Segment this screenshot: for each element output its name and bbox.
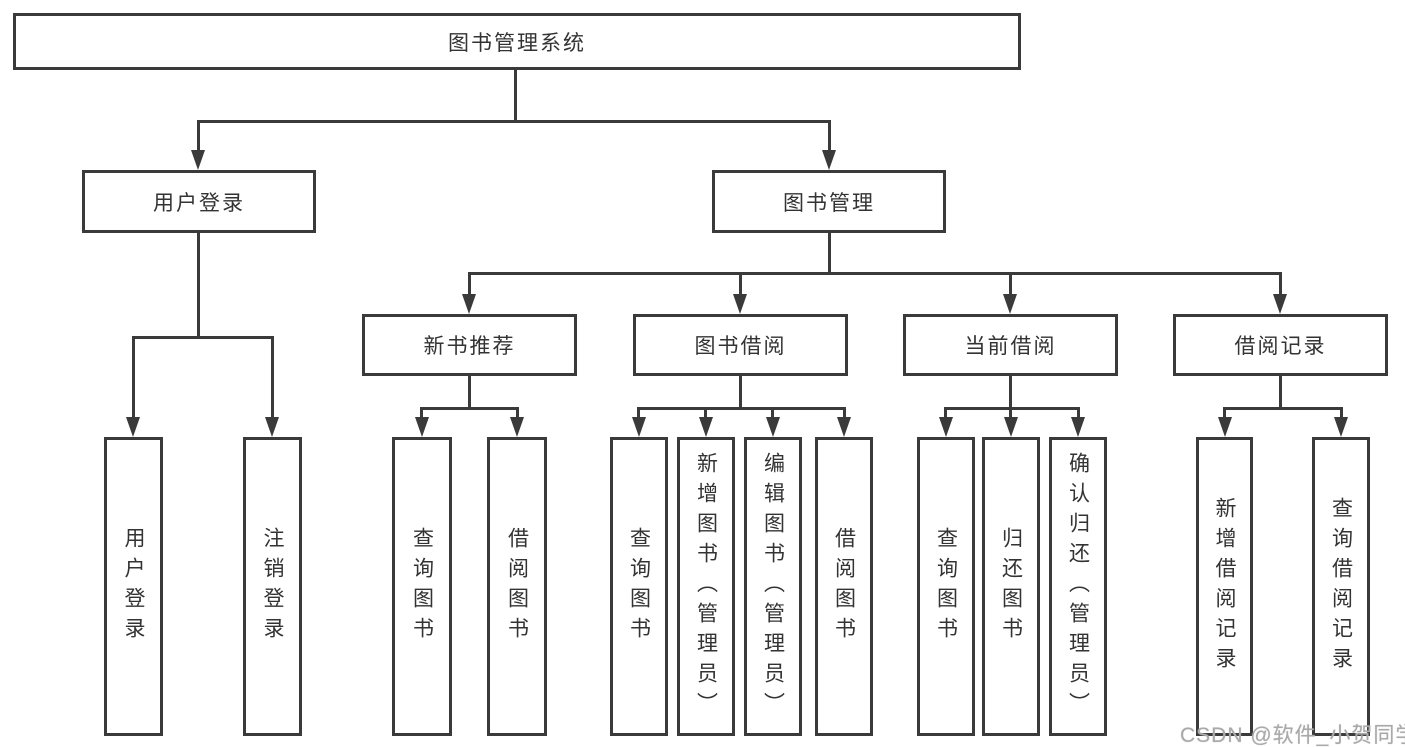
node-new-book-recommend: 新书推荐 bbox=[362, 314, 577, 376]
node-current-borrow-label: 当前借阅 bbox=[964, 335, 1057, 358]
connector-currentborrow-rail bbox=[944, 407, 1080, 410]
arrowhead-newbooks-borrow bbox=[510, 417, 524, 437]
node-borrow-records: 借阅记录 bbox=[1173, 314, 1388, 376]
connector-bookborrow-rail bbox=[637, 407, 846, 410]
arrowhead-newbooks-query bbox=[415, 417, 429, 437]
leaf-logout: 注销登录 bbox=[243, 437, 302, 736]
arrowhead-book-management bbox=[822, 150, 836, 170]
connector-currentborrow-drop-1 bbox=[944, 407, 947, 421]
node-current-borrow: 当前借阅 bbox=[903, 314, 1118, 376]
arrowhead-borrow-records bbox=[1273, 294, 1287, 314]
node-root-label: 图书管理系统 bbox=[448, 31, 586, 55]
connector-records-drop-1 bbox=[1223, 407, 1226, 421]
leaf-borrow-edit-admin: 编辑图书（管理员） bbox=[744, 437, 802, 736]
leaf-newbooks-borrow-label: 借阅图书 bbox=[505, 526, 529, 647]
connector-currentborrow-stem bbox=[1009, 376, 1012, 410]
arrowhead-user-login bbox=[191, 150, 205, 170]
leaf-records-add: 新增借阅记录 bbox=[1196, 437, 1253, 736]
arrowhead-currentborrow-query bbox=[939, 417, 953, 437]
connector-records-rail bbox=[1223, 407, 1343, 410]
node-user-login-label: 用户登录 bbox=[153, 191, 245, 215]
connector-root-drop-left bbox=[197, 120, 200, 154]
node-user-login: 用户登录 bbox=[82, 170, 316, 233]
connector-bookmgmt-drop-4 bbox=[1279, 272, 1282, 298]
connector-bookborrow-drop-1 bbox=[637, 407, 640, 421]
node-book-management-label: 图书管理 bbox=[783, 191, 875, 215]
connector-bookmgmt-rail bbox=[468, 272, 1282, 275]
connector-newbooks-rail bbox=[420, 407, 519, 410]
arrowhead-leaf-user-login bbox=[126, 417, 140, 437]
leaf-borrow-query: 查询图书 bbox=[610, 437, 668, 736]
connector-newbooks-drop-1 bbox=[420, 407, 423, 421]
connector-records-drop-2 bbox=[1340, 407, 1343, 421]
connector-bookmgmt-drop-1 bbox=[468, 272, 471, 298]
connector-bookmgmt-drop-3 bbox=[1009, 272, 1012, 298]
leaf-borrow-book-label: 借阅图书 bbox=[832, 526, 856, 647]
arrowhead-leaf-logout bbox=[265, 417, 279, 437]
csdn-watermark: CSDN @软件_小贺同学 bbox=[1180, 724, 1405, 747]
arrowhead-bookborrow-borrow bbox=[837, 417, 851, 437]
leaf-current-confirm-admin-label: 确认归还（管理员） bbox=[1066, 451, 1090, 722]
arrowhead-records-add bbox=[1218, 417, 1232, 437]
connector-root-rail bbox=[197, 120, 831, 123]
leaf-newbooks-borrow: 借阅图书 bbox=[487, 437, 547, 736]
connector-userlogin-stem bbox=[197, 233, 200, 339]
arrowhead-currentborrow-confirm bbox=[1071, 417, 1085, 437]
connector-bookmgmt-stem bbox=[828, 233, 831, 274]
node-new-book-recommend-label: 新书推荐 bbox=[423, 335, 516, 358]
arrowhead-new-book-recommend bbox=[462, 294, 476, 314]
arrowhead-bookborrow-query bbox=[632, 417, 646, 437]
node-book-borrow: 图书借阅 bbox=[633, 314, 848, 376]
leaf-current-confirm-admin: 确认归还（管理员） bbox=[1049, 437, 1107, 736]
leaf-borrow-book: 借阅图书 bbox=[815, 437, 873, 736]
leaf-user-login-label: 用户登录 bbox=[122, 526, 145, 647]
leaf-records-add-label: 新增借阅记录 bbox=[1213, 496, 1236, 677]
connector-records-stem bbox=[1279, 376, 1282, 410]
leaf-records-query: 查询借阅记录 bbox=[1312, 437, 1370, 736]
node-root: 图书管理系统 bbox=[13, 13, 1021, 70]
connector-currentborrow-drop-3 bbox=[1077, 407, 1080, 421]
leaf-current-query: 查询图书 bbox=[917, 437, 975, 736]
leaf-borrow-edit-admin-label: 编辑图书（管理员） bbox=[761, 451, 785, 722]
connector-bookborrow-drop-4 bbox=[843, 407, 846, 421]
node-borrow-records-label: 借阅记录 bbox=[1234, 335, 1327, 358]
arrowhead-bookborrow-edit bbox=[766, 417, 780, 437]
node-book-management: 图书管理 bbox=[712, 170, 946, 233]
leaf-borrow-query-label: 查询图书 bbox=[627, 526, 651, 647]
connector-userlogin-rail bbox=[132, 336, 274, 339]
leaf-logout-label: 注销登录 bbox=[261, 526, 284, 647]
connector-userlogin-drop-2 bbox=[271, 336, 274, 421]
connector-bookborrow-drop-3 bbox=[771, 407, 774, 421]
leaf-newbooks-query-label: 查询图书 bbox=[410, 526, 434, 647]
leaf-borrow-add-admin-label: 新增图书（管理员） bbox=[694, 451, 718, 722]
connector-bookmgmt-drop-2 bbox=[739, 272, 742, 298]
arrowhead-book-borrow bbox=[733, 294, 747, 314]
connector-newbooks-stem bbox=[468, 376, 471, 410]
leaf-records-query-label: 查询借阅记录 bbox=[1329, 496, 1353, 677]
connector-root-stem bbox=[514, 70, 517, 123]
connector-newbooks-drop-2 bbox=[516, 407, 519, 421]
leaf-borrow-add-admin: 新增图书（管理员） bbox=[677, 437, 735, 736]
leaf-newbooks-query: 查询图书 bbox=[392, 437, 452, 736]
arrowhead-bookborrow-add bbox=[699, 417, 713, 437]
leaf-current-return-label: 归还图书 bbox=[999, 526, 1023, 647]
leaf-current-return: 归还图书 bbox=[982, 437, 1040, 736]
connector-bookborrow-stem bbox=[739, 376, 742, 410]
arrowhead-records-query bbox=[1334, 417, 1348, 437]
node-book-borrow-label: 图书借阅 bbox=[694, 335, 787, 358]
connector-currentborrow-drop-2 bbox=[1009, 407, 1012, 421]
leaf-user-login: 用户登录 bbox=[104, 437, 163, 736]
connector-userlogin-drop-1 bbox=[132, 336, 135, 421]
connector-root-drop-right bbox=[828, 120, 831, 154]
leaf-current-query-label: 查询图书 bbox=[934, 526, 958, 647]
connector-bookborrow-drop-2 bbox=[704, 407, 707, 421]
arrowhead-current-borrow bbox=[1003, 294, 1017, 314]
arrowhead-currentborrow-return bbox=[1004, 417, 1018, 437]
